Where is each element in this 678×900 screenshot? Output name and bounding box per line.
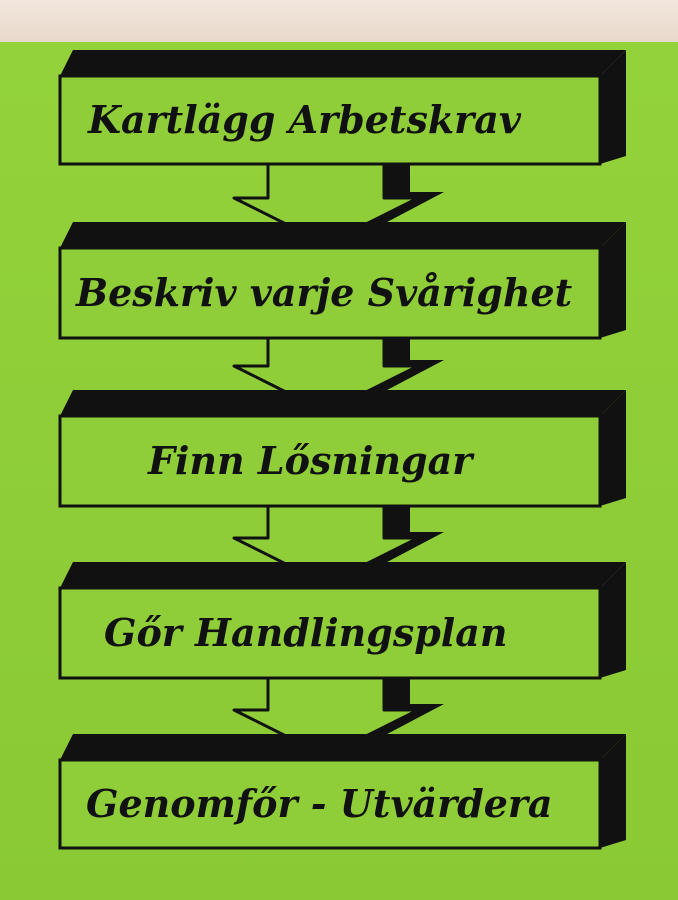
step-box-front	[58, 246, 602, 340]
arrow-connectors	[232, 156, 444, 762]
step-box-side-face	[600, 222, 626, 338]
step-box-side-face	[600, 562, 626, 678]
step-box-top-face	[60, 390, 626, 416]
arrow-1	[232, 158, 420, 246]
step-box-4: Gőr Handlingsplan	[58, 562, 626, 680]
wall-background	[0, 0, 678, 42]
step-box-2: Beskriv varje Svårighet	[58, 222, 626, 340]
step-box-side-face	[600, 50, 626, 164]
arrow-3	[232, 500, 420, 586]
step-box-1: Kartlägg Arbetskrav	[58, 50, 626, 166]
step-box-top-face	[60, 562, 626, 588]
step-box-front	[58, 74, 602, 166]
step-box-top-face	[60, 222, 626, 248]
arrow-4	[232, 672, 420, 758]
step-box-5: Genomfőr - Utvärdera	[58, 734, 626, 850]
step-label-1: Kartlägg Arbetskrav	[87, 97, 522, 142]
step-label-3: Finn Lősningar	[147, 438, 475, 483]
step-box-front	[58, 586, 602, 680]
step-label-5: Genomfőr - Utvärdera	[86, 781, 553, 826]
step-label-4: Gőr Handlingsplan	[104, 610, 508, 655]
step-box-side-face	[600, 734, 626, 848]
step-box-top-face	[60, 50, 626, 76]
step-box-front	[58, 414, 602, 508]
step-box-front	[58, 758, 602, 850]
step-box-3: Finn Lősningar	[58, 390, 626, 508]
step-box-side-face	[600, 390, 626, 506]
step-box-top-face	[60, 734, 626, 760]
step-label-2: Beskriv varje Svårighet	[75, 270, 573, 315]
